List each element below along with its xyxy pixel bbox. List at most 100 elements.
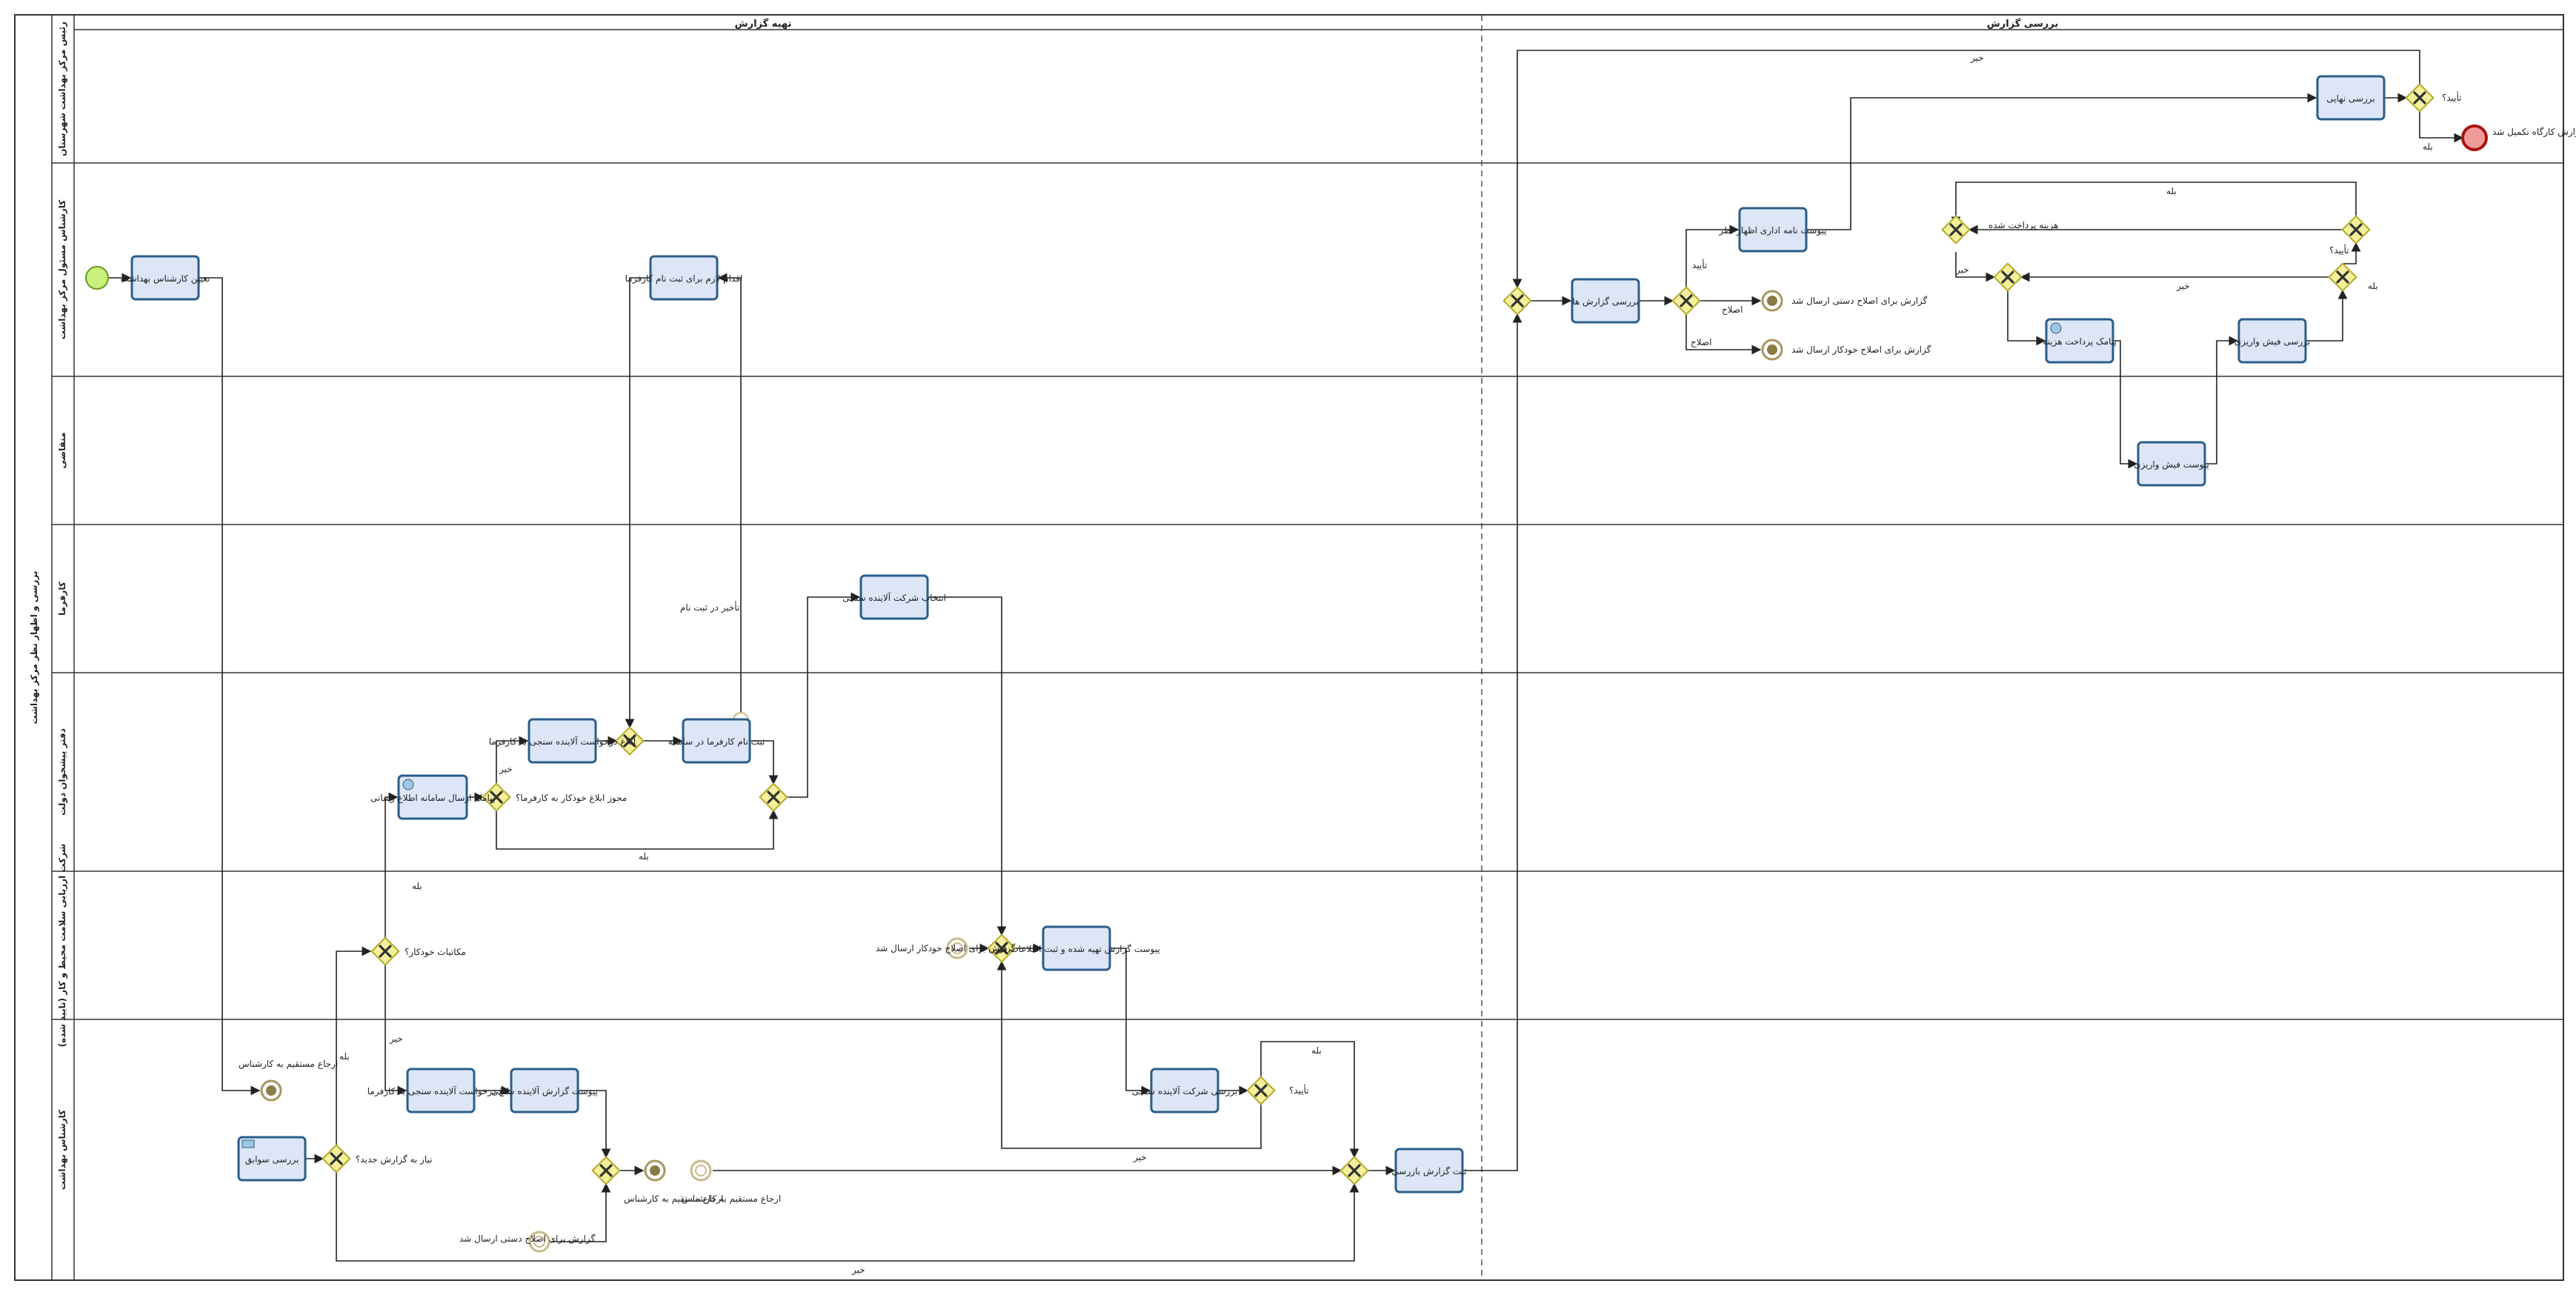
lane-label-chief-expert: کارشناس مسئول مرکز بهداشت bbox=[57, 200, 68, 340]
task-register-employer[interactable]: ثبت نام کارفرما در سامانه bbox=[668, 718, 765, 764]
task-review-reports[interactable]: بررسی گزارش ها bbox=[1571, 278, 1640, 324]
svg-text:بررسی گزارش ها: بررسی گزارش ها bbox=[1572, 296, 1639, 307]
label-auto-notify-permit: مجوز ابلاغ خودکار به کارفرما؟ bbox=[516, 793, 627, 804]
gateway-merge-register[interactable] bbox=[615, 726, 645, 756]
svg-text:بررسی شرکت آلاینده سنجی: بررسی شرکت آلاینده سنجی bbox=[1132, 1085, 1238, 1097]
label-approved-q1: تأیید؟ bbox=[1289, 1084, 1309, 1096]
lane-label-applicant: متقاضی bbox=[57, 432, 67, 468]
task-attach-report-1[interactable]: پیوست گزارش آلاینده سنجی bbox=[491, 1068, 598, 1113]
task-attach-prepared[interactable]: پیوست گزارش تهیه شده و ثبت اطلاعات فنی bbox=[993, 925, 1160, 971]
manual-fix-catch-event[interactable] bbox=[528, 1231, 550, 1253]
task-register-action[interactable]: اقدام لازم برای ثبت نام کارفرما bbox=[625, 255, 743, 301]
direct-return-event-mid[interactable] bbox=[644, 1159, 666, 1182]
svg-text:ثبت گزارش بازرسی: ثبت گزارش بازرسی bbox=[1391, 1166, 1466, 1177]
gateway-notify-permit[interactable] bbox=[482, 782, 511, 812]
end-event[interactable] bbox=[2461, 124, 2488, 151]
gateway-cost-paid[interactable] bbox=[1941, 215, 1971, 244]
svg-text:ثبت نام کارفرما در سامانه: ثبت نام کارفرما در سامانه bbox=[668, 736, 765, 748]
svg-text:پیوست نامه اداری اظهار نظر: پیوست نامه اداری اظهار نظر bbox=[1719, 225, 1827, 236]
gateway-cost-check[interactable] bbox=[2341, 215, 2371, 244]
fix-auto-throw-event[interactable] bbox=[1761, 339, 1783, 361]
gateway-merge-inspection[interactable] bbox=[1339, 1156, 1369, 1185]
lane-label-gov-office: دفتر پیشخوان دولت bbox=[57, 728, 68, 816]
svg-text:پیوست گزارش تهیه شده و ثبت اطل: پیوست گزارش تهیه شده و ثبت اطلاعات فنی bbox=[993, 944, 1159, 955]
label-no-3: خیر bbox=[499, 764, 513, 775]
gateway-review-decision[interactable] bbox=[1671, 286, 1701, 316]
gateway-need-new-report[interactable] bbox=[322, 1144, 351, 1174]
label-yes-3: بله bbox=[639, 851, 649, 862]
label-need-new-report: نیاز به گزارش جدید؟ bbox=[356, 1154, 432, 1165]
svg-text:بررسی نهایی: بررسی نهایی bbox=[2326, 93, 2375, 104]
task-select-company[interactable]: انتخاب شرکت آلاینده سنجی bbox=[842, 574, 946, 620]
task-attach-letter[interactable]: پیوست نامه اداری اظهار نظر bbox=[1719, 207, 1827, 253]
gateways bbox=[322, 83, 2434, 1185]
label-no-1: خیر bbox=[851, 1265, 865, 1276]
label-cost-paid: هزینه پرداخت شده bbox=[1988, 220, 2058, 231]
label-yes-6: بله bbox=[2368, 281, 2378, 291]
gateway-cost-merge[interactable] bbox=[1993, 262, 2023, 292]
label-no-4: خیر bbox=[1133, 1152, 1147, 1163]
gateway-auto-letters[interactable] bbox=[370, 936, 400, 966]
svg-text:پیوست گزارش آلاینده سنجی: پیوست گزارش آلاینده سنجی bbox=[491, 1085, 598, 1097]
auto-fix-catch-event[interactable] bbox=[946, 937, 968, 959]
task-sms-payment[interactable]: پیامک پرداخت هزینه bbox=[2043, 318, 2117, 364]
label-yes-2: بله bbox=[412, 881, 422, 891]
phase-prepare-report: تهیه گزارش bbox=[735, 18, 792, 30]
svg-text:ابلاغ درخواست آلاینده سنجی به: ابلاغ درخواست آلاینده سنجی به کارفرما bbox=[367, 1085, 515, 1097]
task-sms-send[interactable]: پیامک ارسال سامانه اطلاع رسانی bbox=[370, 774, 495, 820]
pool: بررسی و اظهار نظر مرکز بهداشت bbox=[14, 14, 2564, 1281]
svg-text:پیوست فیش واریزی: پیوست فیش واریزی bbox=[2134, 459, 2209, 470]
label-no-6: خیر bbox=[1955, 264, 1969, 276]
label-fix-1: اصلاح bbox=[1722, 304, 1743, 315]
label-approved-q3: تأیید؟ bbox=[2442, 91, 2462, 103]
start-event[interactable] bbox=[85, 266, 109, 290]
label-approved-q2: تأیید؟ bbox=[2329, 244, 2349, 256]
task-assign-expert[interactable]: تعیین کارشناس بهداشت bbox=[121, 255, 210, 301]
label-report-fix-manual2: گزارش برای اصلاح دستی ارسال شد bbox=[1791, 296, 1928, 307]
svg-text:پیامک پرداخت هزینه: پیامک پرداخت هزینه bbox=[2043, 336, 2117, 347]
label-direct-return-top: ارجاع مستقیم به کارشناس bbox=[239, 1059, 338, 1070]
gateway-company-approve[interactable] bbox=[1246, 1076, 1276, 1105]
svg-text:پیامک ارسال سامانه اطلاع رسانی: پیامک ارسال سامانه اطلاع رسانی bbox=[370, 793, 495, 804]
sequence-flows bbox=[108, 50, 2464, 1262]
task-attach-receipt[interactable]: پیوست فیش واریزی bbox=[2134, 441, 2209, 487]
tasks: تعیین کارشناس بهداشت اقدام لازم برای ثبت… bbox=[121, 75, 2386, 1194]
direct-return-catch-event[interactable] bbox=[690, 1159, 712, 1182]
gateway-company-merge[interactable] bbox=[987, 933, 1016, 963]
lane-label-employer: کارفرما bbox=[57, 582, 67, 616]
svg-text:تعیین کارشناس بهداشت: تعیین کارشناس بهداشت bbox=[121, 273, 210, 284]
label-no-7: خیر bbox=[2176, 281, 2190, 292]
gateway-receipt-approve[interactable] bbox=[2328, 262, 2357, 292]
task-register-inspection[interactable]: ثبت گزارش بازرسی bbox=[1391, 1148, 1467, 1194]
task-notify-request-2[interactable]: ابلاغ درخواست آلاینده سنجی به کارفرما bbox=[489, 718, 636, 764]
lane-separators bbox=[52, 162, 2563, 1020]
label-yes-7: بله bbox=[2423, 142, 2433, 152]
label-yes-1: بله bbox=[339, 1051, 350, 1062]
task-review-company[interactable]: بررسی شرکت آلاینده سنجی bbox=[1132, 1068, 1238, 1113]
task-notify-request-1[interactable]: ابلاغ درخواست آلاینده سنجی به کارفرما bbox=[367, 1068, 515, 1113]
task-review-receipt[interactable]: بررسی فیش واریزی bbox=[2234, 318, 2310, 364]
svg-text:بررسی فیش واریزی: بررسی فیش واریزی bbox=[2234, 336, 2310, 347]
gateway-final-approve[interactable] bbox=[2405, 83, 2434, 113]
label-direct-return-mid: ارجاع مستقیم به کارشناس bbox=[624, 1194, 723, 1205]
task-review-history[interactable]: بررسی سوابق bbox=[237, 1136, 307, 1182]
gateway-merge-review[interactable] bbox=[1502, 286, 1532, 316]
message-icon bbox=[402, 779, 414, 790]
events bbox=[85, 124, 2488, 1253]
label-report-fix-auto: گزارش برای اصلاح خودکار ارسال شد bbox=[876, 943, 1016, 954]
gateway-merge-attach[interactable] bbox=[591, 1156, 621, 1185]
label-report-fix-manual: گزارش برای اصلاح دستی ارسال شد bbox=[459, 1234, 596, 1245]
label-direct-return-catch: ارجاع مستقیم به کارشناس bbox=[682, 1194, 781, 1205]
direct-return-event-top[interactable] bbox=[260, 1079, 282, 1102]
svg-text:انتخاب شرکت آلاینده سنجی: انتخاب شرکت آلاینده سنجی bbox=[842, 592, 946, 604]
phase-review-report: بررسی گزارش bbox=[1987, 18, 2058, 30]
task-final-review[interactable]: بررسی نهایی bbox=[2316, 75, 2386, 121]
label-delay-registration: تأخیر در ثبت نام bbox=[680, 601, 739, 613]
lane-label-health-expert: کارشناس بهداشت bbox=[57, 1110, 67, 1190]
gateway-merge-company-select[interactable] bbox=[759, 782, 788, 812]
label-yes-5: بله bbox=[2166, 186, 2177, 196]
pool-title: بررسی و اظهار نظر مرکز بهداشت bbox=[29, 571, 40, 725]
lane-label-company: شرکت ارزیابی سلامت محیط و کار (تایید شده… bbox=[57, 844, 68, 1048]
fix-manual-throw-event[interactable] bbox=[1761, 290, 1783, 312]
label-yes-4: بله bbox=[1311, 1045, 1322, 1056]
